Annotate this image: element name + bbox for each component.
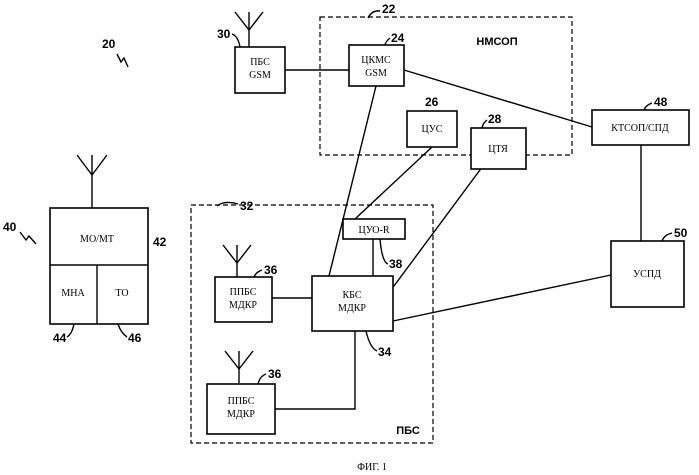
tskms-ref-numeral: 24 [391,31,405,45]
tsuo-r-ref-numeral: 38 [389,257,403,271]
tstya-ref-numeral: 28 [488,112,502,126]
system-ref-numeral: 20 [102,37,116,51]
uspd-label: УСПД [633,269,661,280]
ref-leader [482,120,487,128]
mobile-station-block [50,208,148,324]
mna-ref-numeral: 44 [53,331,67,345]
ppbs-bottom-ref-numeral: 36 [268,367,282,381]
ref-leader [232,34,240,47]
mo-mt-ref-numeral: 42 [153,235,167,249]
pbs-gsm-label: ПБС [250,57,270,68]
nmsop-ref-numeral: 22 [382,2,396,16]
wire-ppbs-bottom-kbs [275,331,355,409]
antenna-icon [77,155,107,208]
figure-caption: ФИГ. 1 [357,462,387,473]
uspd-ref-numeral: 50 [674,226,688,240]
ref-leader [380,239,388,264]
antenna-icon [223,245,251,277]
kbs-ref-numeral: 34 [378,345,392,359]
ppbs-mdkr-bottom-label: МДКР [227,409,255,420]
wire-kbs-uspd [393,275,611,321]
tsuo-r-label: ЦУО-R [358,225,389,236]
wire-tsus-tsuor [355,147,432,219]
antenna-icon [225,351,253,384]
mna-label: МНА [61,288,85,299]
pbs-group-label: ПБС [396,425,420,437]
ppbs-mdkr-top-label: МДКР [229,300,257,311]
ktsop-ref-numeral: 48 [654,95,668,109]
ref-leader [258,374,266,384]
ppbs-mdkr-bottom-label: ППБС [228,396,255,407]
ref-leader [644,103,652,110]
ref-leader [20,232,36,244]
ref-leader [662,233,672,241]
to-ref-numeral: 46 [128,331,142,345]
tsus-ref-numeral: 26 [425,95,439,109]
ktsop-spd-label: КТСОП/СПД [611,123,669,134]
ref-leader [385,38,390,45]
ppbs-top-ref-numeral: 36 [264,263,278,277]
nmsop-group-label: НМСОП [476,36,517,48]
tsus-label: ЦУС [422,124,443,135]
ref-leader [117,54,128,67]
tstya-label: ЦТЯ [488,144,508,155]
ref-leader [254,270,262,277]
wire-tskms-kbs [329,86,376,276]
ref-leader [67,324,74,337]
tskms-gsm-label: GSM [365,68,387,79]
tskms-gsm-label: ЦКМС [361,55,391,66]
mo-mt-label: МО/МТ [80,234,114,245]
ref-leader [118,324,127,337]
pbs-gsm-label: GSM [249,70,271,81]
kbs-mdkr-label: КБС [342,290,361,301]
mobile-ref-numeral: 40 [3,220,17,234]
ppbs-mdkr-top-label: ППБС [230,287,257,298]
kbs-mdkr-label: МДКР [338,303,366,314]
to-label: ТО [115,288,128,299]
ref-leader [366,331,377,351]
pbs-gsm-ref-numeral: 30 [217,27,231,41]
pbs-ref-numeral: 32 [240,199,254,213]
